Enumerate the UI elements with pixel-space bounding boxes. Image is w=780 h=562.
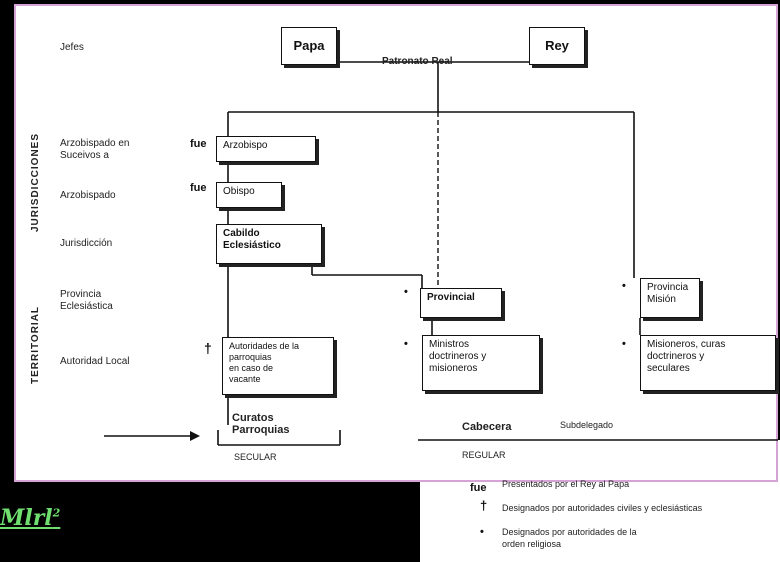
row-label-arzobispado: Arzobispado en Suceivos a bbox=[60, 138, 130, 161]
cabildo-box: Cabildo Eclesiástico bbox=[216, 224, 322, 264]
brand-logo-sup: 2 bbox=[52, 506, 61, 520]
provincial-box: Provincial bbox=[420, 288, 502, 318]
legend-symbol-fue: fue bbox=[470, 482, 487, 494]
row-label-provincia: Provincia Eclesiástica bbox=[60, 289, 113, 312]
arzobispo-box: Arzobispo bbox=[216, 136, 316, 162]
patronato-label: Patronato Real bbox=[382, 56, 453, 67]
legend-symbol-dagger: † bbox=[480, 498, 488, 513]
side-label-territorial: TERRITORIAL bbox=[30, 305, 41, 384]
legend-cabecera-value: Subdelegado bbox=[560, 420, 614, 430]
legend-text-dot: Designados por autoridades de la orden r… bbox=[502, 527, 637, 549]
curatos-label: Curatos Parroquias bbox=[232, 412, 290, 436]
dot-mark-provincial: • bbox=[404, 286, 408, 298]
provincia-mision-box: Provincia Misión bbox=[640, 278, 700, 318]
misioneros-box: Misioneros, curas doctrineros y seculare… bbox=[640, 335, 776, 391]
arrow-head bbox=[190, 431, 200, 441]
row-label-jurisdiccion: Jurisdicción bbox=[60, 238, 113, 249]
legend-regular-label: REGULAR bbox=[462, 450, 506, 460]
row-label-jefes: Jefes bbox=[60, 42, 84, 53]
brand-logo-text: Mlrl bbox=[0, 505, 53, 531]
ministros-box: Ministros doctrineros y misioneros bbox=[422, 335, 540, 391]
legend-symbol-dot: • bbox=[480, 526, 484, 538]
row-label-obispado: Arzobispado bbox=[60, 190, 116, 201]
dot-mark-misioneros: • bbox=[622, 338, 626, 350]
secular-label: SECULAR bbox=[234, 452, 277, 462]
obispo-box: Obispo bbox=[216, 182, 282, 208]
legend-text-fue: Presentados por el Rey al Papa bbox=[502, 479, 630, 489]
diagram-frame bbox=[14, 4, 778, 482]
row-label-local: Autoridad Local bbox=[60, 356, 130, 367]
autoridades-box: Autoridades de la parroquias en caso de … bbox=[222, 337, 334, 395]
fue-mark-arzobispo: fue bbox=[190, 138, 207, 150]
legend-panel bbox=[420, 440, 780, 562]
papa-box: Papa bbox=[281, 27, 337, 65]
dagger-mark: † bbox=[204, 340, 212, 356]
fue-mark-obispo: fue bbox=[190, 182, 207, 194]
dot-mark-provincia: • bbox=[622, 280, 626, 292]
side-label-jurisdicciones: JURISDICCIONES bbox=[30, 132, 41, 232]
legend-text-dagger: Designados por autoridades civiles y ecl… bbox=[502, 503, 703, 513]
dot-mark-ministros: • bbox=[404, 338, 408, 350]
rey-box: Rey bbox=[529, 27, 585, 65]
diagram-panel bbox=[14, 4, 778, 482]
legend-cabecera-label: Cabecera bbox=[462, 421, 512, 433]
brand-logo: Mlrl2 bbox=[0, 505, 60, 531]
